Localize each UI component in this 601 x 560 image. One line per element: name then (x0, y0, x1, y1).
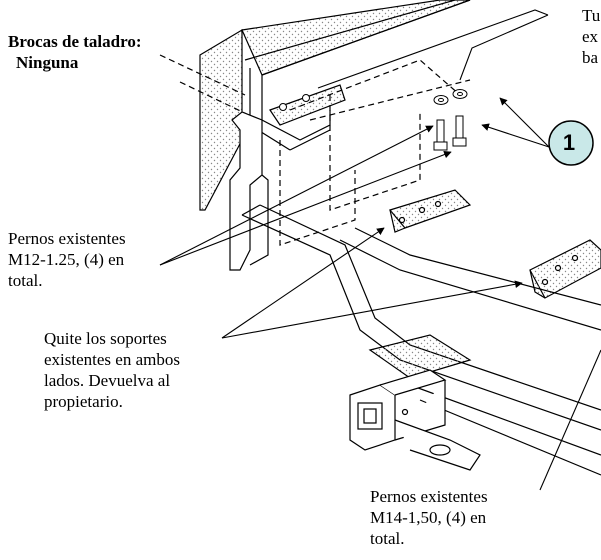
hitch-receiver (349, 334, 481, 471)
brackets-note: Quite los soportes existentes en ambos l… (44, 329, 180, 411)
leader-lines (159, 9, 601, 491)
lower-bolts-note: Pernos existentes M14-1,50, (4) en total… (370, 487, 488, 548)
removed-bracket-upper (388, 189, 472, 233)
washers-and-bolts (433, 89, 468, 151)
hitch-side-plate (229, 111, 269, 271)
upper-bolts-note: Pernos existentes M12-1.25, (4) en total… (8, 229, 126, 290)
drill-bits-label: Brocas de taladro: (8, 32, 142, 51)
callout-circle (548, 120, 594, 166)
frame-holes (279, 94, 310, 111)
hitch-cross-tube (241, 204, 601, 476)
removed-bracket-lower (529, 239, 601, 299)
drill-bits-value: Ninguna (16, 53, 79, 72)
top-right-note: Tu ex ba (582, 6, 601, 67)
callout-number: 1 (562, 130, 576, 155)
